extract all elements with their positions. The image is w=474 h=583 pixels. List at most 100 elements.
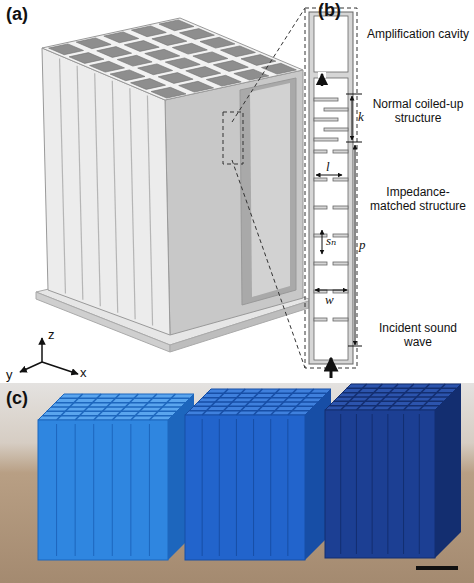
panel-groove <box>77 66 83 300</box>
grid-wall <box>51 406 181 408</box>
partition <box>314 206 327 209</box>
dimension-label: sₙ <box>326 234 344 249</box>
grid-wall <box>334 401 444 403</box>
cell-opening <box>180 29 215 40</box>
block-groove <box>75 424 76 556</box>
axis-label: y <box>6 368 18 383</box>
partition <box>314 234 327 237</box>
grid-wall <box>198 401 318 403</box>
panel-label: (b) <box>318 0 358 21</box>
block-top <box>38 394 194 420</box>
panel-groove <box>147 96 152 326</box>
grid-wall <box>338 396 448 398</box>
cell-opening <box>138 64 173 75</box>
block-groove <box>372 414 373 554</box>
cell-opening <box>104 32 139 43</box>
block-front <box>325 410 435 558</box>
block-side <box>435 384 461 558</box>
cell-opening <box>241 55 276 66</box>
grid-wall <box>329 405 439 407</box>
cell-opening <box>69 53 104 64</box>
block-groove <box>130 424 131 556</box>
cell-opening <box>186 67 221 78</box>
block-groove <box>149 424 150 556</box>
cell-opening <box>152 35 187 46</box>
cell-opening <box>262 63 297 74</box>
axis-label: x <box>80 366 92 381</box>
grid-wall <box>55 402 185 404</box>
cell-opening <box>131 26 166 37</box>
region-label: Amplification cavity <box>366 28 470 42</box>
panel-groove <box>112 81 117 313</box>
dimension-label: w <box>325 293 339 308</box>
partition <box>333 206 348 209</box>
cell-opening <box>76 38 111 49</box>
coil-fin <box>324 128 348 131</box>
cell-opening <box>97 47 132 58</box>
printed-samples-photo <box>0 383 474 583</box>
block-groove <box>403 414 404 554</box>
block-groove <box>112 424 113 556</box>
dimension-label: p <box>359 238 369 253</box>
partition <box>333 262 348 265</box>
grid-wall <box>60 398 190 400</box>
partition <box>314 262 327 265</box>
partition <box>314 178 327 181</box>
cell-opening <box>179 81 214 92</box>
cell-opening <box>159 20 194 31</box>
panel-groove <box>60 58 66 293</box>
cell-opening <box>206 75 241 86</box>
cell-opening <box>213 61 248 72</box>
cell-opening <box>193 52 228 63</box>
block-groove <box>387 414 388 554</box>
block-groove <box>287 419 288 556</box>
block-groove <box>356 414 357 554</box>
dimension-label: l <box>326 160 336 175</box>
grid-wall <box>202 397 322 399</box>
partition <box>333 318 348 321</box>
dimension-label: k <box>358 110 370 125</box>
axis-label: z <box>48 328 60 343</box>
block-front <box>185 415 305 560</box>
region-label: Normal coiled-up structure <box>366 98 470 126</box>
cell-opening <box>234 69 269 80</box>
panel-label: (c) <box>6 388 46 409</box>
cell-opening <box>145 49 180 60</box>
cell-opening <box>165 58 200 69</box>
block-groove <box>236 419 237 556</box>
unit-cell-schematic <box>305 8 362 378</box>
grid-wall <box>194 406 314 408</box>
grid-wall <box>347 388 457 390</box>
cell-opening <box>158 73 193 84</box>
block-groove <box>270 419 271 556</box>
panel-groove <box>95 73 101 306</box>
cell-opening <box>131 79 166 90</box>
block-groove <box>93 424 94 556</box>
coil-fin <box>314 98 338 101</box>
cell-opening <box>200 37 235 48</box>
grid-wall <box>189 410 309 412</box>
cell-opening <box>90 61 125 72</box>
cell-opening <box>221 46 256 57</box>
metamaterial-render <box>20 18 312 374</box>
partition <box>314 318 327 321</box>
partition <box>333 150 348 153</box>
cell-opening <box>124 41 159 52</box>
cell-opening <box>117 55 152 66</box>
region-label: Impedance-matched structure <box>366 186 470 214</box>
region-label: Incident sound wave <box>366 322 470 350</box>
coil-fin <box>314 138 338 141</box>
block-front <box>38 420 168 560</box>
grid-wall <box>207 393 327 395</box>
cell-opening <box>151 87 186 98</box>
coil-fin <box>314 118 338 121</box>
grid-wall <box>42 415 172 417</box>
cell-opening <box>110 70 145 81</box>
block-groove <box>56 424 57 556</box>
partition <box>314 150 327 153</box>
block-top <box>185 389 331 415</box>
grid-wall <box>342 392 452 394</box>
panel-groove <box>130 88 135 319</box>
partition <box>333 178 348 181</box>
